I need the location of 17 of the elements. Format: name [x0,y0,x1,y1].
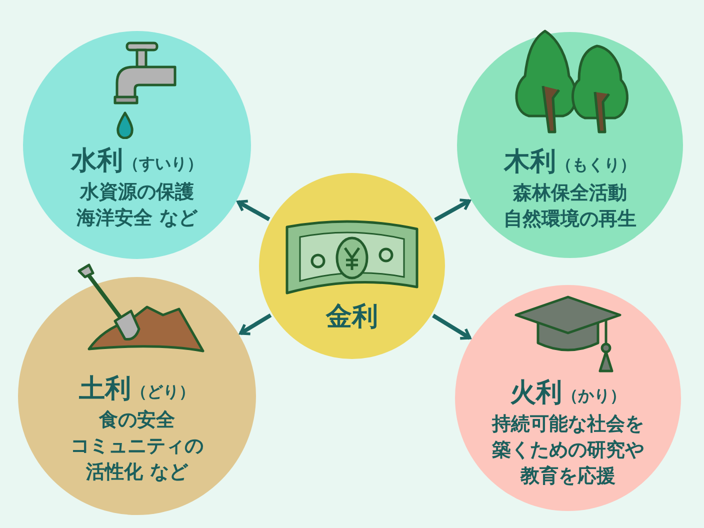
description-text: 水資源の保護海洋安全 など [76,180,198,231]
reading-text: （すいり） [123,154,203,175]
circle-title: 水利 [71,145,123,177]
arrow [434,198,471,222]
circle-title: 火利 [510,377,562,409]
circle-title: 木利 [504,146,556,178]
reading-text: （どり） [131,382,195,403]
description-text: 食の安全コミュニティの活性化 など [70,408,204,485]
reading-text: （もくり） [556,155,636,176]
arrow [432,314,472,340]
arrow [236,200,270,222]
reading-text: （かり） [562,386,626,407]
description-text: 持続可能な社会を築くための研究や教育を応援 [492,412,644,489]
circle-title: 土利 [79,373,131,405]
description-text: 森林保全活動自然環境の再生 [504,181,636,232]
circle-title: 金利 [326,301,378,333]
arrow [239,313,272,336]
